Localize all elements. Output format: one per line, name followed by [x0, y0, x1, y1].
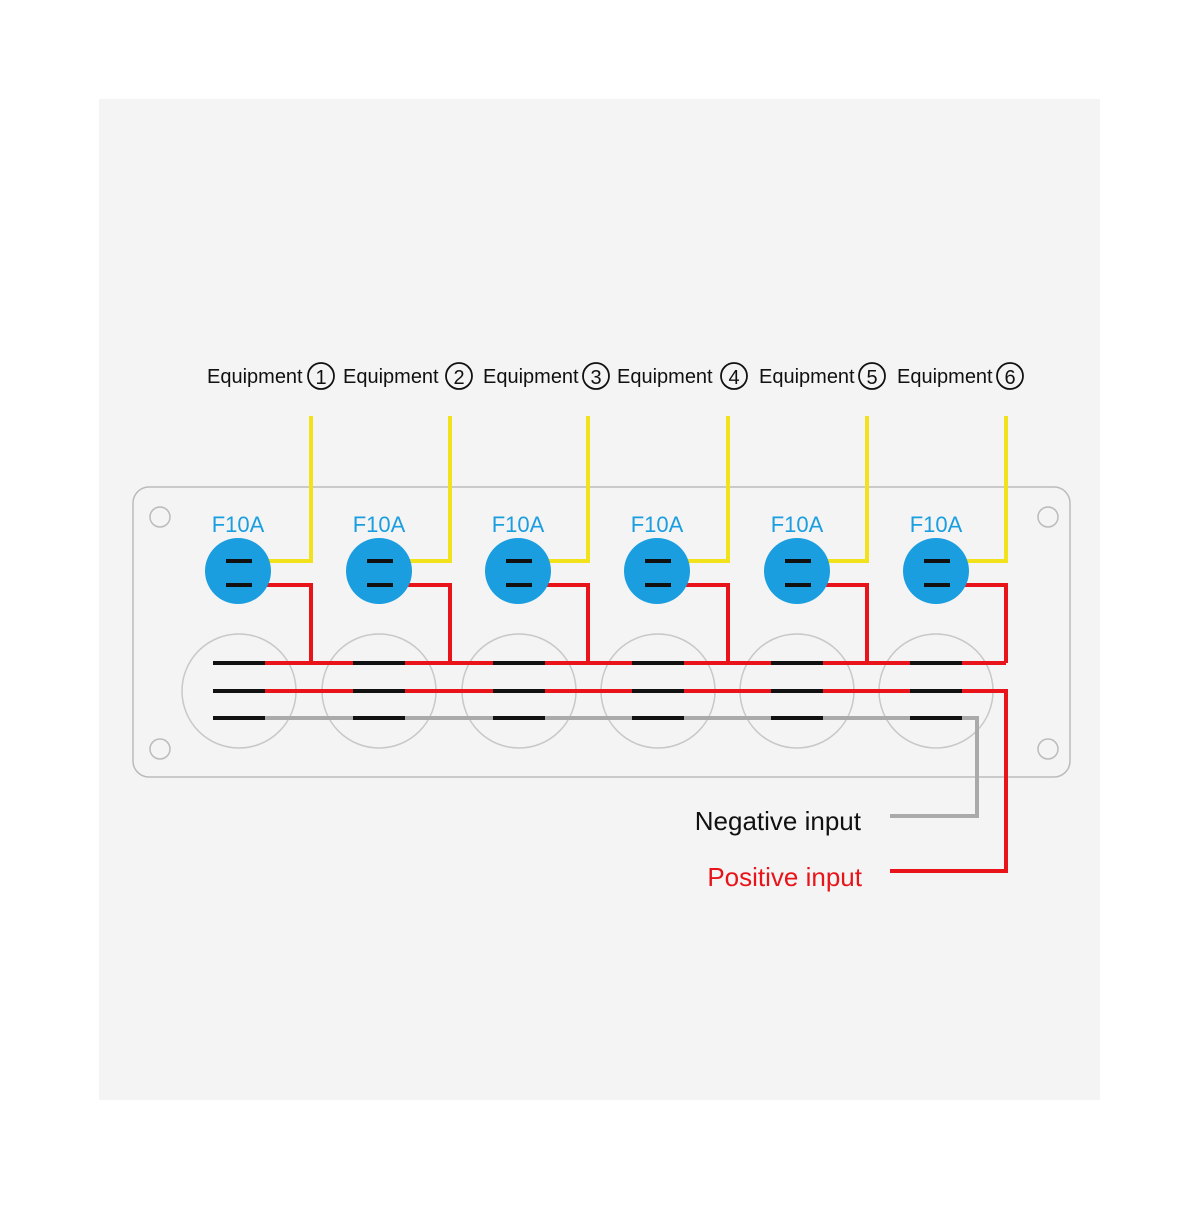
equipment-wire-6	[952, 416, 1008, 563]
equipment-wire-4	[673, 416, 730, 563]
fuse-group: F10A F10A F10A F10A F10A F10A	[205, 512, 969, 604]
equipment-number-3: 3	[590, 367, 601, 389]
mount-hole-bottom-right	[1037, 738, 1059, 760]
equipment-number-4: 4	[728, 367, 739, 389]
fuse-feed-wire-5	[813, 583, 869, 663]
equipment-number-circle-2	[445, 362, 473, 390]
equipment-label-4: Equipment	[617, 366, 713, 388]
fuse-holder-6	[903, 538, 969, 604]
fuse-feed-wire-6	[952, 583, 1008, 663]
mount-hole-top-left	[149, 506, 171, 528]
equipment-wire-2	[395, 416, 452, 563]
fuse-feed-wire-1	[254, 583, 313, 663]
fuse-rating-label-4: F10A	[631, 512, 684, 537]
fuse-holder-1	[205, 538, 271, 604]
fuse-rating-label-3: F10A	[492, 512, 545, 537]
equipment-number-5: 5	[866, 367, 877, 389]
fuse-feed-wire-3	[534, 583, 590, 663]
equipment-number-circle-3	[582, 362, 610, 390]
equipment-label-6: Equipment	[897, 366, 993, 388]
negative-input-label: Negative input	[695, 806, 862, 836]
mount-hole-top-right	[1037, 506, 1059, 528]
fuse-rating-label-1: F10A	[212, 512, 265, 537]
fuse-rating-label-2: F10A	[353, 512, 406, 537]
fuse-holder-3	[485, 538, 551, 604]
equipment-number-circle-5	[858, 362, 886, 390]
fuse-holder-4	[624, 538, 690, 604]
fuse-holder-5	[764, 538, 830, 604]
positive-input-label: Positive input	[707, 862, 862, 892]
switch-panel	[132, 486, 1071, 778]
equipment-wire-3	[534, 416, 590, 563]
equipment-number-6: 6	[1004, 367, 1015, 389]
equipment-number-circle-6	[996, 362, 1024, 390]
fuse-holder-2	[346, 538, 412, 604]
equipment-label-2: Equipment	[343, 366, 439, 388]
fuse-feed-wire-4	[673, 583, 730, 663]
equipment-label-1: Equipment	[207, 366, 303, 388]
equipment-number-2: 2	[453, 367, 464, 389]
equipment-wire-5	[813, 416, 869, 563]
fuse-rating-label-5: F10A	[771, 512, 824, 537]
terminal-group	[213, 559, 962, 720]
equipment-number-circle-1	[307, 362, 335, 390]
equipment-number-circle-4	[720, 362, 748, 390]
equipment-number-1: 1	[315, 367, 326, 389]
equipment-label-group: Equipment 1 Equipment 2 Equipment 3 Equipment 4…	[207, 362, 1024, 390]
fuse-rating-label-6: F10A	[910, 512, 963, 537]
negative-input-wire	[265, 716, 979, 818]
mount-hole-bottom-left	[149, 738, 171, 760]
equipment-label-5: Equipment	[759, 366, 855, 388]
equipment-wire-1	[254, 416, 313, 563]
equipment-label-3: Equipment	[483, 366, 579, 388]
fuse-feed-wire-2	[395, 583, 452, 663]
